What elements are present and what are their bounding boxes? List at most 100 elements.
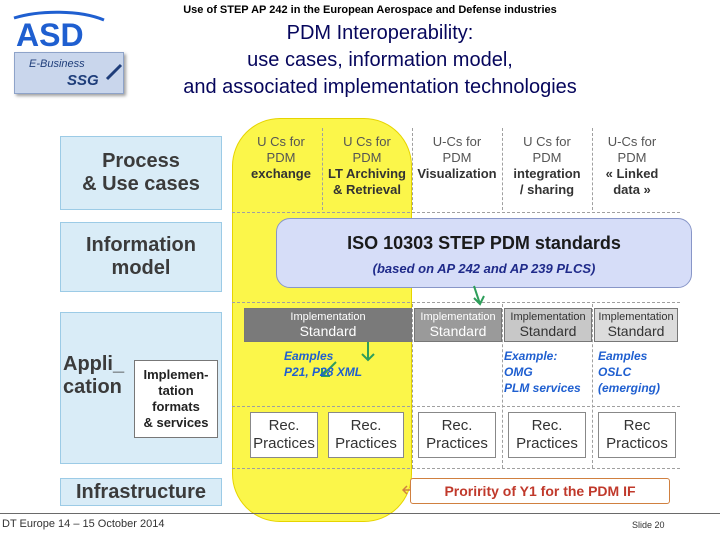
rec-practices-2: Rec. Practices [328, 412, 404, 458]
impl-standard-3: Implementation Standard [504, 308, 592, 342]
ebusiness-badge: E-Business SSG [14, 52, 124, 94]
impl-line1: Implementation [420, 311, 496, 323]
impl-standard-2: Implementation Standard [414, 308, 502, 342]
impl-line2: Standard [429, 323, 487, 339]
title-line-1: PDM Interoperability: [286, 22, 474, 44]
priority-callout: Proririty of Y1 for the PDM IF [410, 478, 670, 504]
impl-line1: Implementation [510, 311, 586, 323]
example-line1: Eamples [598, 349, 648, 363]
column-line2: PDM [442, 150, 472, 165]
rec-line1: Rec [623, 417, 651, 434]
example-line2: P21, P28 XML [284, 365, 363, 379]
process-row: Process & Use cases [60, 136, 222, 210]
impl-standard-4: Implementation Standard [594, 308, 678, 342]
information-label: Information model [86, 234, 196, 279]
impl-line1: Implementation [290, 311, 366, 323]
example-line1: Example: [504, 349, 558, 363]
example-line3: PLM services [504, 381, 581, 395]
column-line1: U Cs for [523, 134, 571, 149]
column-line4: & Retrieval [333, 182, 401, 197]
column-lt-archiving: U Cs for PDM LT Archiving & Retrieval [322, 134, 412, 198]
asd-logo-text: ASD [16, 17, 84, 52]
column-line2: PDM [352, 150, 382, 165]
rec-line1: Rec. [268, 417, 300, 434]
col-divider-4 [592, 128, 593, 210]
col-divider-7 [592, 304, 593, 468]
column-line1: U-Cs for [432, 134, 482, 149]
example-oslc: Eamples OSLC (emerging) [598, 348, 678, 396]
column-linked-data: U-Cs for PDM « Linked data » [592, 134, 672, 198]
ebusiness-label: E-Business [29, 58, 85, 70]
rec-line2: Practices [335, 435, 397, 452]
rec-line2: Practices [426, 435, 488, 452]
rec-line1: Rec. [441, 417, 473, 434]
col-divider-2 [412, 128, 413, 210]
asd-logo: ASD [13, 10, 105, 52]
title-line-3: and associated implementation technologi… [183, 76, 577, 98]
iso-title: ISO 10303 STEP PDM standards [347, 233, 621, 253]
rec-practices-5: Rec Practicos [598, 412, 676, 458]
impl-line2: Standard [607, 323, 665, 339]
divider-rec [232, 468, 680, 469]
process-label: Process & Use cases [82, 150, 200, 195]
column-line1: U Cs for [343, 134, 391, 149]
column-line1: U Cs for [257, 134, 305, 149]
col-divider-6 [502, 304, 503, 468]
header-caption: Use of STEP AP 242 in the European Aeros… [183, 4, 557, 16]
ssg-label: SSG [67, 72, 99, 89]
example-line1: Eamples [284, 349, 334, 363]
infrastructure-label: Infrastructure [75, 480, 207, 503]
column-line2: PDM [266, 150, 296, 165]
column-integration: U Cs for PDM integration / sharing [502, 134, 592, 198]
title-line-2: use cases, information model, [247, 49, 513, 71]
iso-subtitle: (based on AP 242 and AP 239 PLCS) [372, 261, 596, 276]
column-line4: / sharing [519, 182, 575, 197]
column-line3: Visualization [417, 166, 497, 181]
column-line4: data » [613, 182, 651, 197]
column-line3: integration [513, 166, 581, 181]
example-p21: Eamples P21, P28 XML [284, 348, 404, 380]
impl-line2: Standard [299, 323, 357, 339]
example-line3: (emerging) [598, 381, 661, 395]
rec-practices-3: Rec. Practices [418, 412, 496, 458]
down-arrow-icon [321, 361, 337, 377]
rec-line2: Practicos [606, 435, 668, 452]
example-line2: OSLC [598, 365, 632, 379]
example-omg: Example: OMG PLM services [504, 348, 596, 396]
col-divider-1 [322, 128, 323, 210]
rec-practices-4: Rec. Practices [508, 412, 586, 458]
example-line2: OMG [504, 365, 533, 379]
impl-line1: Implementation [598, 311, 674, 323]
rec-line1: Rec. [531, 417, 563, 434]
column-visualization: U-Cs for PDM Visualization [412, 134, 502, 182]
column-line2: PDM [532, 150, 562, 165]
iso-standards-box: ISO 10303 STEP PDM standards (based on A… [276, 218, 692, 288]
col-divider-3 [502, 128, 503, 210]
footer-event: DT Europe 14 – 15 October 2014 [2, 518, 165, 530]
column-pdm-exchange: U Cs for PDM exchange [238, 134, 324, 182]
rec-line2: Practices [516, 435, 578, 452]
swoosh-icon [105, 63, 123, 81]
column-line2: PDM [617, 150, 647, 165]
column-line3: LT Archiving [328, 166, 406, 181]
divider-examples [232, 406, 680, 407]
infrastructure-row: Infrastructure [60, 478, 222, 506]
col-divider-5 [412, 304, 413, 468]
implementation-formats-box: Implemen- tation formats & services [134, 360, 218, 438]
divider-process [232, 212, 680, 213]
divider-information [232, 302, 680, 303]
footer-divider [0, 513, 720, 514]
rec-line1: Rec. [350, 417, 382, 434]
down-arrow-icon [473, 285, 485, 306]
rec-practices-1: Rec. Practices [250, 412, 318, 458]
page-title: PDM Interoperability: use cases, informa… [120, 20, 640, 101]
application-label: Appli_ cation [63, 353, 125, 398]
impl-line2: Standard [519, 323, 577, 339]
column-line1: U-Cs for [607, 134, 657, 149]
impl-standard-1: Implementation Standard [244, 308, 412, 342]
down-arrow-icon [361, 342, 375, 362]
information-row: Information model [60, 222, 222, 292]
slide-number: Slide 20 [632, 520, 665, 530]
column-line3: exchange [251, 166, 311, 181]
rec-line2: Practices [253, 435, 315, 452]
